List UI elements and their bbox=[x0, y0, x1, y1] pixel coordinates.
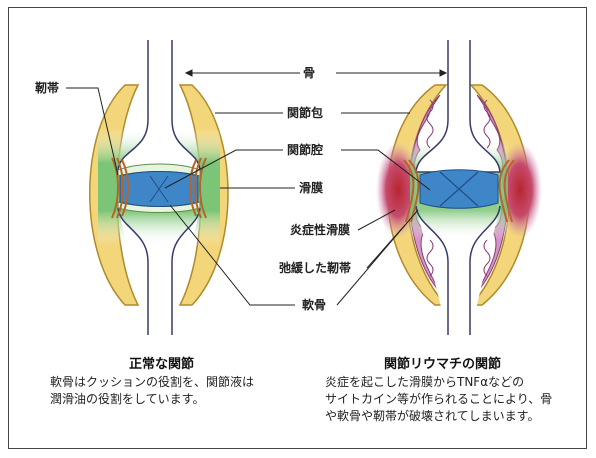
ra-ligament-right bbox=[498, 159, 515, 223]
label-cartilage: 軟骨 bbox=[302, 298, 327, 312]
ra-joint-description: 炎症を起こした滑膜からTNFαなどの サイトカイン等が作られることにより、骨 や… bbox=[325, 375, 553, 423]
label-loosened-ligament: 弛緩した靭帯 bbox=[279, 261, 352, 275]
ligament-right bbox=[189, 157, 207, 219]
normal-joint-title: 正常な関節 bbox=[129, 357, 195, 372]
ra-joint-title: 関節リウマチの関節 bbox=[384, 357, 502, 372]
ra-lower-bone bbox=[415, 205, 501, 335]
normal-joint bbox=[89, 40, 229, 335]
label-joint-cavity: 関節腔 bbox=[287, 143, 324, 157]
figure-frame bbox=[8, 7, 587, 449]
label-synovium: 滑膜 bbox=[299, 181, 324, 195]
ligament-left bbox=[111, 157, 129, 219]
normal-joint-description: 軟骨はクッションの役割を、関節液は 潤滑油の役割をしています。 bbox=[50, 375, 255, 406]
label-ligament: 靭帯 bbox=[35, 81, 60, 95]
ra-joint bbox=[376, 40, 542, 335]
ra-ligament-left bbox=[403, 159, 420, 223]
label-joint-capsule: 関節包 bbox=[287, 106, 324, 120]
label-bone: 骨 bbox=[303, 66, 316, 80]
leader-lines bbox=[66, 69, 448, 306]
label-inflamed-synovium: 炎症性滑膜 bbox=[290, 223, 351, 237]
